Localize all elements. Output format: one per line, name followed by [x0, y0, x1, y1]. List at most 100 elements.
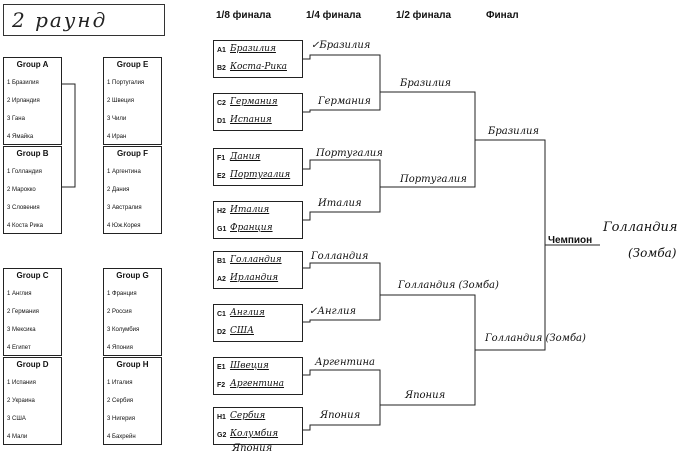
qf-winner: Голландия	[311, 251, 369, 262]
seed-code: H1	[217, 414, 226, 421]
seed-code: E1	[217, 364, 226, 371]
match-team: Англия	[230, 308, 265, 318]
seed-code: F2	[217, 382, 226, 389]
group-name: Group A	[16, 60, 49, 69]
match-team: США	[230, 326, 254, 336]
match-box: H2 Италия G1 Франция	[213, 201, 303, 239]
match-box: B1 Голландия A2 Ирландия	[213, 251, 303, 289]
seed-code: H2	[217, 208, 226, 215]
seed-code: B2	[217, 65, 226, 72]
group-box-c: Group C 1 Англия 2 Германия 3 Мексика 4 …	[3, 268, 62, 356]
group-team: 3 Чили	[107, 116, 127, 122]
qf-winner: Германия	[318, 96, 371, 107]
seed-code: B1	[217, 258, 226, 265]
match-box: E1 Швеция F2 Аргентина	[213, 357, 303, 395]
group-name: Group F	[116, 149, 149, 158]
match-team: Колумбия	[230, 429, 279, 439]
group-team: 4 Бахрейн	[107, 434, 136, 440]
match-team: Италия	[230, 205, 270, 215]
group-box-g: Group G 1 Франция 2 Россия 3 Колумбия 4 …	[103, 268, 162, 356]
group-team: 4 Египет	[7, 345, 31, 351]
group-name: Group D	[16, 360, 49, 369]
group-team: 3 Нигерия	[107, 416, 136, 422]
group-team: 2 Дания	[107, 187, 130, 193]
match-box: C2 Германия D1 Испания	[213, 93, 303, 131]
page-title: 2 раунд	[12, 8, 108, 32]
group-team: 1 Италия	[107, 380, 133, 386]
match-box: H1 Сербия G2 Колумбия	[213, 407, 303, 445]
champion-note: (Зомба)	[628, 246, 677, 260]
match-team: Португалия	[230, 170, 291, 180]
seed-code: C1	[217, 311, 226, 318]
group-box-e: Group E 1 Португалия 2 Швеция 3 Чили 4 И…	[103, 57, 162, 145]
group-team: 2 Германия	[7, 309, 39, 315]
group-box-h: Group H 1 Италия 2 Сербия 3 Нигерия 4 Ба…	[103, 357, 162, 445]
group-box-d: Group D 1 Испания 2 Украина 3 США 4 Мали	[3, 357, 62, 445]
match-team: Голландия	[230, 255, 282, 265]
group-team: 3 Колумбия	[107, 327, 140, 333]
match-team: Сербия	[230, 411, 266, 421]
seed-code: A1	[217, 47, 226, 54]
group-team: 1 Португалия	[107, 80, 145, 86]
qf-winner: ✓Бразилия	[311, 40, 371, 51]
match-team: Франция	[230, 223, 273, 233]
group-name: Group C	[16, 271, 49, 280]
group-team: 3 Словения	[7, 205, 40, 211]
sf-winner: Португалия	[400, 174, 467, 185]
group-team: 2 Швеция	[107, 98, 135, 104]
match-box: F1 Дания E2 Португалия	[213, 148, 303, 186]
group-team: 2 Украина	[7, 398, 35, 404]
match-team: Коста-Рика	[230, 62, 287, 72]
round-header-final: Финал	[486, 10, 519, 21]
group-box-a: Group A 1 Бразилия 2 Ирландия 3 Гана 4 Я…	[3, 57, 62, 145]
group-team: 3 Мексика	[7, 327, 36, 333]
champion-label: Чемпион	[548, 235, 593, 246]
qf-winner: Италия	[318, 198, 362, 209]
final-winner: Бразилия	[488, 126, 540, 137]
qf-winner: Япония	[320, 410, 361, 421]
group-team: 3 США	[7, 416, 26, 422]
qf-winner: Португалия	[316, 148, 383, 159]
round-header-sf: 1/2 финала	[396, 10, 452, 21]
seed-code: F1	[217, 155, 226, 162]
seed-code: D1	[217, 118, 226, 125]
group-name: Group B	[16, 149, 49, 158]
sf-winner: Бразилия	[400, 78, 452, 89]
group-name: Group E	[116, 60, 149, 69]
group-name: Group H	[116, 360, 149, 369]
group-team: 1 Бразилия	[7, 80, 39, 86]
group-team: 1 Испания	[7, 380, 36, 386]
group-team: 1 Англия	[7, 291, 32, 297]
seed-code: C2	[217, 100, 226, 107]
group-box-b: Group B 1 Голландия 2 Марокко 3 Словения…	[3, 146, 62, 234]
qf-winner: ✓Англия	[309, 306, 357, 317]
match-team: Дания	[230, 152, 261, 162]
match-team: Швеция	[230, 361, 269, 371]
qf-winner: Аргентина	[315, 357, 376, 368]
sf-winner: Япония	[405, 390, 446, 401]
group-team: 2 Россия	[107, 309, 132, 315]
match-team: Испания	[230, 115, 272, 125]
match-team: Германия	[230, 97, 278, 107]
match-box: A1 Бразилия B2 Коста-Рика	[213, 40, 303, 78]
group-team: 1 Аргентина	[107, 169, 141, 175]
seed-code: E2	[217, 173, 226, 180]
final-winner: Голландия (Зомба)	[485, 333, 586, 344]
group-team: 4 Коста Рика	[7, 223, 43, 229]
champion-name: Голландия	[603, 220, 678, 235]
seed-code: D2	[217, 329, 226, 336]
round-header-r16: 1/8 финала	[216, 10, 272, 21]
group-team: 4 Иран	[107, 134, 127, 140]
seed-code: A2	[217, 276, 226, 283]
group-team: 4 Юж.Корея	[107, 223, 141, 229]
match-team: Бразилия	[230, 44, 276, 54]
match-team: Ирландия	[230, 273, 279, 283]
group-team: 2 Марокко	[7, 187, 36, 193]
group-team: 3 Австралия	[107, 205, 142, 211]
group-team: 1 Франция	[107, 291, 137, 297]
group-team: 1 Голландия	[7, 169, 42, 175]
title-box	[3, 4, 165, 36]
group-team: 4 Ямайка	[7, 134, 34, 140]
group-box-f: Group F 1 Аргентина 2 Дания 3 Австралия …	[103, 146, 162, 234]
